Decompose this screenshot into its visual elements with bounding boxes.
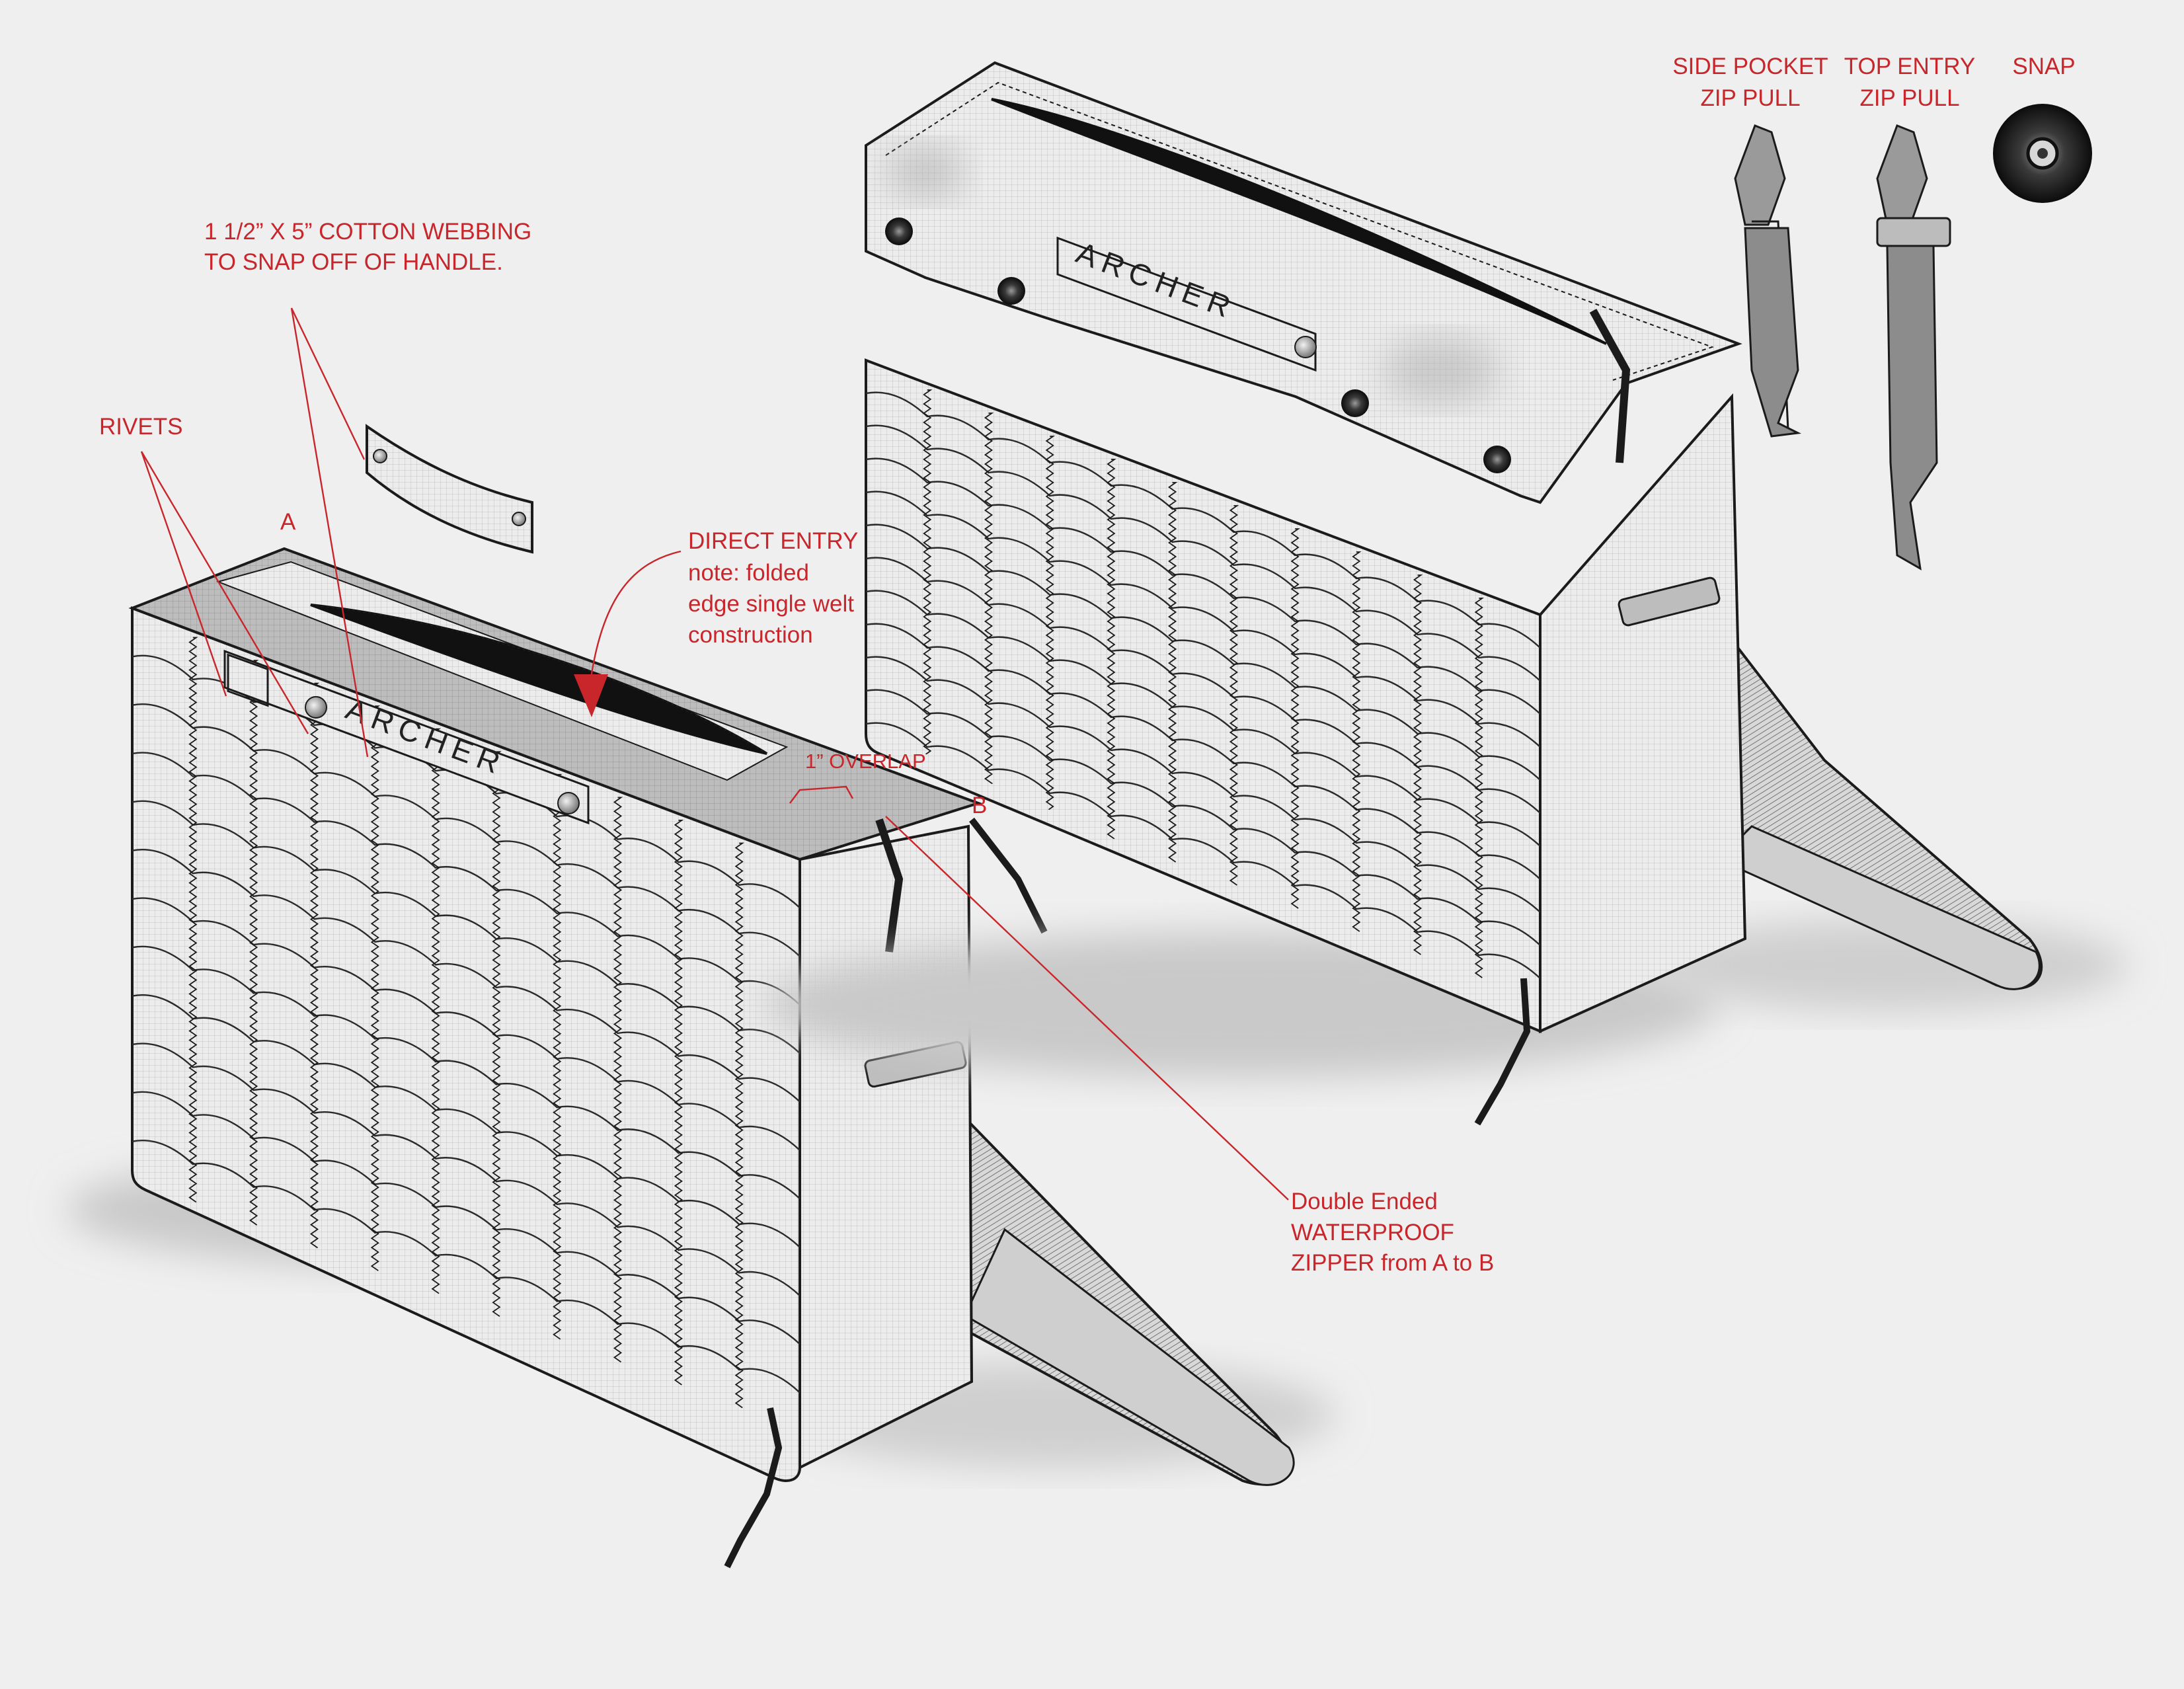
left-rivet-2 bbox=[557, 792, 580, 814]
top-entry-label-line-2: ZIP PULL bbox=[1859, 85, 1959, 111]
zipper-leader bbox=[885, 816, 1289, 1200]
webbing-label-line-1: 1 1/2” X 5” COTTON WEBBING bbox=[204, 219, 531, 245]
snap-label: SNAP bbox=[2012, 54, 2075, 79]
cotton-webbing-piece bbox=[366, 424, 533, 554]
flap-snap-3 bbox=[1341, 389, 1369, 417]
direct-entry-label-line-3: edge single welt bbox=[688, 591, 854, 617]
snap-detail bbox=[1993, 104, 2092, 203]
zipper-label-line-3: ZIPPER from A to B bbox=[1291, 1250, 1494, 1276]
left-bag-side-zip-pull bbox=[724, 1407, 783, 1569]
direct-entry-label-line-2: note: folded bbox=[688, 560, 809, 586]
side-pocket-label-line-2: ZIP PULL bbox=[1700, 85, 1800, 111]
point-b-label: B bbox=[972, 793, 987, 818]
direct-entry-arrow bbox=[574, 674, 608, 717]
point-a-label: A bbox=[280, 509, 296, 535]
zipper-label-line-1: Double Ended bbox=[1291, 1189, 1438, 1214]
direct-entry-label-line-1: DIRECT ENTRY bbox=[688, 528, 858, 554]
top-entry-label-line-1: TOP ENTRY bbox=[1844, 54, 1975, 79]
webbing-leader-1 bbox=[290, 307, 366, 460]
side-pocket-zip-pull-detail bbox=[1734, 124, 1802, 438]
right-bag-strap-hardware bbox=[1589, 309, 1721, 627]
flap-snap-2 bbox=[997, 277, 1025, 305]
overlap-label: 1” OVERLAP bbox=[805, 750, 926, 773]
left-rivet-1 bbox=[305, 696, 327, 719]
annotation-layer: 1 1/2” X 5” COTTON WEBBING TO SNAP OFF O… bbox=[99, 54, 2076, 1276]
right-bag-view: ARCHER bbox=[767, 61, 2128, 1126]
right-bag-side-zip-pull bbox=[1474, 978, 1531, 1126]
webbing-leader-2 bbox=[290, 307, 369, 758]
side-pocket-label-line-1: SIDE POCKET bbox=[1672, 54, 1828, 79]
flap-snap-4 bbox=[1483, 446, 1511, 473]
top-entry-zip-pull-detail bbox=[1876, 124, 1951, 570]
rivets-label: RIVETS bbox=[99, 414, 182, 440]
webbing-label-line-2: TO SNAP OFF OF HANDLE. bbox=[204, 249, 503, 275]
flap-snap-1 bbox=[885, 217, 913, 245]
zipper-label-line-2: WATERPROOF bbox=[1291, 1220, 1454, 1245]
left-bag-view: ARCHER bbox=[66, 547, 1335, 1569]
direct-entry-label-line-4: construction bbox=[688, 622, 813, 648]
